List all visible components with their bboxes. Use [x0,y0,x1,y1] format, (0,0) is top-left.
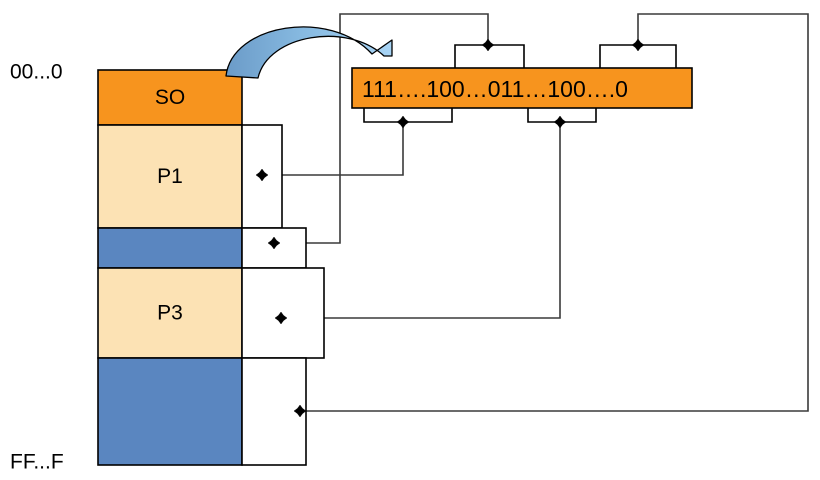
link-nodes [255,168,307,418]
bitmap-bar[interactable]: 111….100…011…100….0 [351,67,693,109]
curved-arrow [225,26,393,79]
curved-arrow-body [225,26,393,79]
memory-block-rect [97,69,243,126]
memory-block-b2[interactable] [97,227,243,269]
memory-block-rect [97,124,243,229]
wire-p3 [281,122,561,319]
link-node-node-b4 [293,404,307,418]
diamond-bot-conn-2 [553,115,567,129]
memory-block-b4[interactable] [97,357,243,466]
memory-block-label: SO [155,86,185,109]
address-label-bottom: FF...F [10,451,64,474]
wire-p1 [262,122,404,176]
memory-block-p3[interactable]: P3 [97,267,243,359]
memory-block-label: P3 [157,302,183,325]
memory-block-label: P1 [157,165,183,188]
link-node-node-p3 [274,311,288,325]
memory-block-rect [97,227,243,269]
wire-b2 [274,13,489,244]
diamond-top-conn-1 [481,38,495,52]
link-node-node-p1 [255,168,269,182]
bracket-p3 [241,267,325,359]
connector-diamonds [396,38,645,129]
memory-block-so[interactable]: SO [97,69,243,126]
link-node-node-b2 [267,236,281,250]
diamond-bot-conn-1 [396,115,410,129]
block-brackets [241,124,325,466]
bitmap-text: 111….100…011…100….0 [362,76,628,102]
bitmap-rect [351,67,693,109]
memory-block-p1[interactable]: P1 [97,124,243,229]
address-label-top: 00...0 [10,61,63,84]
connector-wires [262,13,809,412]
bot-conn-1 [363,108,453,123]
bracket-p1 [241,124,283,229]
memory-block-rect [97,357,243,466]
diamond-top-conn-2 [631,38,645,52]
wire-b4 [300,13,809,412]
